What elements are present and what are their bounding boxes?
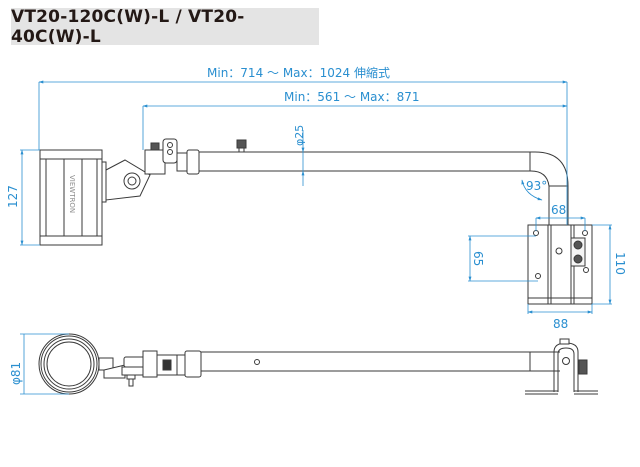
side-dimensions <box>20 80 612 314</box>
top-view <box>38 333 598 395</box>
mounting-bracket-top <box>525 338 598 395</box>
head-diameter-dim: φ81 <box>9 362 23 385</box>
bracket-hole-pitch-h-dim: 68 <box>551 203 566 217</box>
arm-pipe-top <box>201 351 560 372</box>
model-title-bar: VT20-120C(W)-L / VT20-40C(W)-L <box>11 6 319 47</box>
head-height-dim: 127 <box>6 185 20 208</box>
bend-angle-dim: 93° <box>526 179 547 193</box>
top-dimensions <box>20 333 69 395</box>
mounting-bracket <box>527 224 593 305</box>
arm-length-dim: Min：561 ～ Max：871 <box>284 90 420 104</box>
knuckle-joint-top <box>103 350 202 387</box>
model-title: VT20-120C(W)-L / VT20-40C(W)-L <box>11 6 245 47</box>
brand-label: VIEWTRON <box>68 175 76 213</box>
lamp-head-top <box>38 333 114 395</box>
lamp-head <box>39 149 107 246</box>
bracket-hole-pitch-v-dim: 65 <box>471 251 485 266</box>
pipe-diameter-dim: φ25 <box>293 125 306 146</box>
side-view: VIEWTRON <box>39 138 593 305</box>
bracket-width-dim: 88 <box>553 317 568 331</box>
bracket-height-dim: 110 <box>613 252 627 275</box>
knuckle-joint <box>105 138 200 201</box>
arm-pipe <box>199 139 569 225</box>
overall-length-dim: Min：714 ～ Max：1024 伸縮式 <box>207 65 390 80</box>
